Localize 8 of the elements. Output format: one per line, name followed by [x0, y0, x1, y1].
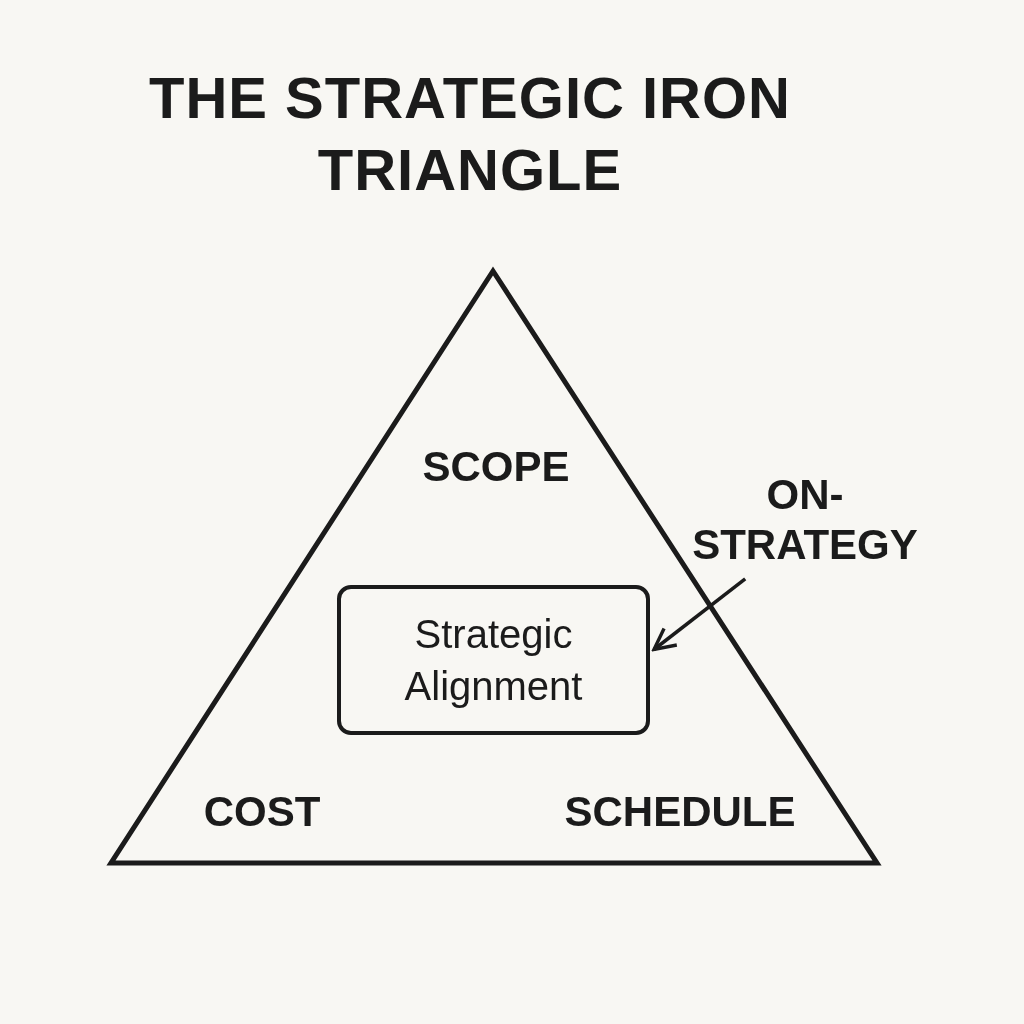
box-label: Strategic Alignment — [403, 611, 584, 710]
triangle-label: SCOPE — [422, 446, 570, 488]
process-box — [337, 585, 650, 735]
arrow — [652, 577, 747, 652]
title: THE STRATEGIC IRON TRIANGLE — [147, 64, 792, 204]
triangle-label: COST — [203, 791, 321, 833]
triangle-label: SCHEDULE — [564, 791, 796, 833]
callout-text: ON-STRATEGY — [690, 470, 920, 571]
